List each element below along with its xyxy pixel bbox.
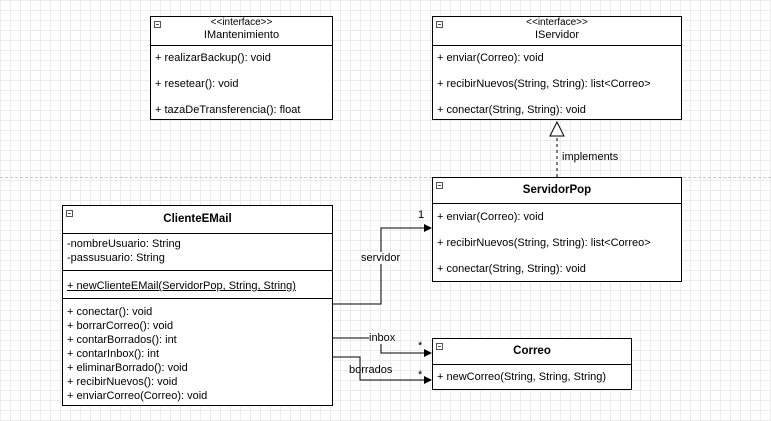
servidorpop-header: ServidorPop [433, 178, 681, 204]
clienteemail-method: + contarBorrados(): int [67, 334, 177, 346]
iservidor-name: IServidor [534, 29, 580, 41]
implements-label: implements [562, 151, 619, 163]
inbox-arrowhead [424, 349, 432, 357]
servidor-arrowhead [424, 224, 432, 232]
imantenimiento-stereotype: <<interface>> [210, 17, 273, 28]
clienteemail-method: + eliminarBorrado(): void [67, 362, 188, 374]
borrados-connector [333, 356, 424, 381]
imantenimiento-method: + realizarBackup(): void [155, 52, 271, 64]
inbox-label: inbox [369, 332, 396, 344]
correo-name: Correo [513, 345, 551, 357]
divider [63, 298, 332, 299]
imantenimiento-method: + resetear(): void [155, 78, 239, 90]
servidorpop-method: + enviar(Correo): void [437, 211, 544, 223]
clienteemail-class[interactable]: ClienteEMail -nombreUsuario: String -pas… [62, 205, 333, 406]
clienteemail-header: ClienteEMail [63, 206, 332, 234]
imantenimiento-method: + tazaDeTransferencia(): float [155, 104, 301, 116]
clienteemail-attribute: -passusuario: String [67, 252, 165, 264]
collapse-icon[interactable] [436, 343, 443, 350]
clienteemail-method: + contarInbox(): int [67, 348, 160, 360]
servidorpop-name: ServidorPop [522, 184, 592, 196]
servidor-connector [333, 227, 424, 305]
iservidor-method: + recibirNuevos(String, String): list<Co… [437, 78, 651, 90]
clienteemail-attribute: -nombreUsuario: String [67, 238, 181, 250]
correo-header: Correo [433, 339, 631, 365]
iservidor-header: <<interface>> IServidor [433, 17, 681, 46]
clienteemail-name: ClienteEMail [163, 213, 232, 225]
page-break-line [0, 177, 771, 178]
borrados-multiplicity: * [418, 369, 423, 381]
imantenimiento-header: <<interface>> IMantenimiento [151, 17, 332, 46]
clienteemail-method: + borrarCorreo(): void [67, 320, 174, 332]
clienteemail-method: + recibirNuevos(): void [67, 376, 178, 388]
correo-class[interactable]: Correo + newCorreo(String, String, Strin… [432, 338, 632, 390]
collapse-icon[interactable] [66, 210, 73, 217]
borrados-arrowhead [424, 376, 432, 384]
imantenimiento-interface[interactable]: <<interface>> IMantenimiento + realizarB… [150, 16, 333, 120]
servidorpop-class[interactable]: ServidorPop + enviar(Correo): void + rec… [432, 177, 682, 282]
servidor-multiplicity: 1 [418, 209, 425, 221]
clienteemail-method: + enviarCorreo(Correo): void [67, 390, 208, 402]
inbox-connector [333, 337, 424, 354]
implements-arrowhead [549, 120, 565, 137]
servidor-label: servidor [361, 252, 401, 264]
servidorpop-method: + conectar(String, String): void [437, 263, 586, 275]
divider [63, 270, 332, 271]
collapse-icon[interactable] [154, 21, 161, 28]
servidorpop-method: + recibirNuevos(String, String): list<Co… [437, 237, 651, 249]
clienteemail-method: + conectar(): void [67, 306, 153, 318]
borrados-label: borrados [349, 364, 393, 376]
iservidor-method: + enviar(Correo): void [437, 52, 544, 64]
collapse-icon[interactable] [436, 21, 443, 28]
clienteemail-constructor: + newClienteEMail(ServidorPop, String, S… [67, 280, 296, 292]
correo-method: + newCorreo(String, String, String) [437, 371, 607, 383]
iservidor-stereotype: <<interface>> [526, 17, 588, 28]
collapse-icon[interactable] [436, 182, 443, 189]
iservidor-interface[interactable]: <<interface>> IServidor + enviar(Correo)… [432, 16, 682, 120]
iservidor-method: + conectar(String, String): void [437, 104, 586, 116]
inbox-multiplicity: * [418, 340, 423, 352]
imantenimiento-name: IMantenimiento [203, 29, 280, 41]
